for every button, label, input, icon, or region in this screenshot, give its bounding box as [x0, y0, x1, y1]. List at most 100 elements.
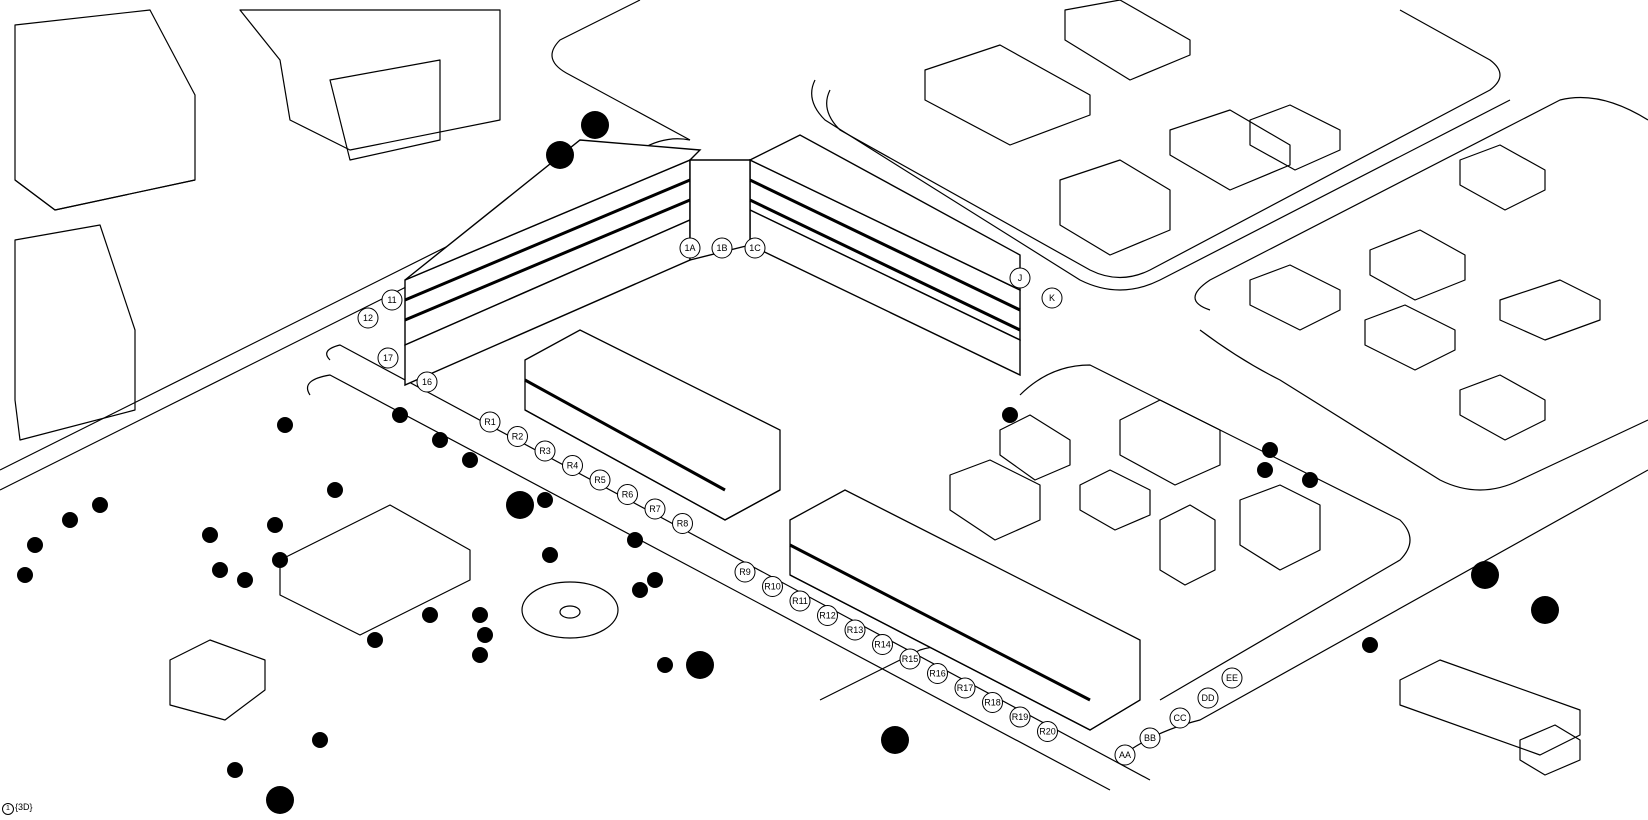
grid-bubble-label: 1A [684, 243, 695, 253]
road-curb [1129, 469, 1648, 751]
grid-bubble-townhouse-10: R11 [789, 590, 811, 612]
grid-bubble-main-9: 1A [679, 237, 701, 259]
existing-building [1064, 0, 1191, 81]
grid-bubble-label: R19 [1012, 712, 1029, 722]
grid-bubble-main-7: 16 [416, 371, 438, 393]
grid-bubble-label: R7 [649, 504, 661, 514]
road-curb [306, 374, 1111, 791]
round-plaza [521, 581, 619, 639]
grid-bubble-townhouse-8: R9 [734, 561, 756, 583]
existing-building [1059, 159, 1171, 256]
grid-bubble-townhouse-4: R5 [589, 469, 611, 491]
grid-bubble-townhouse-7: R8 [672, 513, 693, 534]
grid-bubble-townhouse-17: R18 [982, 692, 1003, 713]
grid-bubble-label: R18 [984, 698, 1001, 708]
grid-bubble-label: R16 [929, 669, 946, 679]
grid-bubble-label: 17 [383, 353, 393, 363]
grid-bubble-label: R1 [484, 417, 496, 427]
existing-building [239, 9, 501, 151]
grid-bubble-site-2: CC [1169, 707, 1191, 729]
grid-bubble-townhouse-2: R3 [534, 440, 556, 462]
grid-bubble-label: R8 [677, 519, 689, 529]
road-curb [1199, 329, 1648, 491]
townhouse-block-south [789, 489, 1141, 731]
existing-building [1249, 264, 1341, 331]
grid-bubble-townhouse-15: R16 [927, 663, 948, 684]
existing-building [1249, 104, 1341, 171]
grid-bubble-label: J [1018, 273, 1023, 283]
grid-bubble-label: R4 [567, 461, 579, 471]
existing-building [1459, 374, 1546, 441]
existing-building [1239, 484, 1321, 571]
grid-bubble-townhouse-19: R20 [1037, 721, 1058, 742]
road-curb [811, 79, 1511, 291]
grid-bubble-townhouse-9: R10 [762, 576, 783, 597]
existing-building [1364, 304, 1456, 371]
grid-bubble-site-4: EE [1221, 667, 1243, 689]
grid-bubble-site-1: BB [1139, 727, 1161, 749]
existing-building [169, 639, 266, 721]
existing-building [329, 59, 441, 161]
existing-building [1119, 399, 1221, 486]
grid-bubble-label: EE [1226, 673, 1238, 683]
grid-bubble-townhouse-5: R6 [617, 484, 638, 505]
existing-building [14, 9, 196, 211]
grid-bubble-main-5: 11 [381, 289, 403, 311]
trees [17, 111, 1559, 814]
grid-bubble-label: R11 [792, 596, 808, 606]
grid-bubble-label: CC [1174, 713, 1187, 723]
grid-bubble-townhouse-1: R2 [507, 426, 528, 447]
grid-bubble-townhouse-18: R19 [1009, 706, 1031, 728]
grid-bubble-main-4: K [1041, 287, 1063, 309]
grid-bubble-townhouse-14: R15 [899, 648, 921, 670]
grid-bubble-townhouse-12: R13 [844, 619, 866, 641]
road-curb [326, 344, 1151, 781]
grid-bubble-townhouse-13: R14 [872, 634, 893, 655]
existing-building [1399, 659, 1581, 756]
grid-bubble-main-8: 17 [377, 347, 399, 369]
road-curb [826, 9, 1501, 279]
townhouse-block-north [524, 329, 781, 521]
existing-building [999, 414, 1071, 481]
grid-bubble-townhouse-3: R4 [562, 455, 583, 476]
grid-bubbles: J K 11 12 16 17 1A 1B 1C R1R2R3R4R5R6R7R8R9R10R11… [357, 237, 1243, 766]
grid-bubble-site-0: AA [1114, 744, 1136, 766]
grid-bubble-label: R9 [739, 567, 751, 577]
grid-bubble-main-11: 1C [744, 237, 766, 259]
grid-bubble-main-3: J [1009, 267, 1031, 289]
existing-building [1499, 279, 1601, 341]
grid-bubble-label: R2 [512, 432, 524, 442]
existing-building [949, 459, 1041, 541]
view-tag: 1{3D} [2, 802, 33, 815]
grid-bubble-label: 1C [749, 243, 761, 253]
grid-bubble-label: 1B [716, 243, 727, 253]
grid-bubble-label: R13 [847, 625, 864, 635]
existing-building [1079, 469, 1151, 531]
grid-bubble-label: 12 [363, 313, 373, 323]
view-label: {3D} [15, 802, 33, 812]
grid-bubble-main-6: 12 [357, 307, 379, 329]
existing-building [1169, 109, 1291, 191]
grid-bubble-main-10: 1B [711, 237, 733, 259]
road-curb [551, 0, 691, 141]
grid-bubble-label: R12 [819, 611, 836, 621]
grid-bubble-label: R14 [874, 640, 891, 650]
existing-building [1459, 144, 1546, 211]
grid-bubble-label: R10 [764, 582, 781, 592]
grid-bubble-label: AA [1119, 750, 1131, 760]
grid-bubble-label: R17 [957, 683, 974, 693]
grid-bubble-label: 16 [422, 377, 432, 387]
grid-bubble-label: R6 [622, 490, 634, 500]
grid-bubble-label: BB [1144, 733, 1156, 743]
grid-bubble-label: R3 [539, 446, 551, 456]
existing-building [1159, 504, 1216, 586]
existing-building [1369, 229, 1466, 301]
existing-building [14, 224, 136, 441]
road-curb [1019, 364, 1411, 701]
grid-bubble-townhouse-16: R17 [954, 677, 976, 699]
grid-bubble-label: K [1049, 293, 1055, 303]
existing-building [1519, 724, 1581, 776]
grid-bubble-townhouse-6: R7 [644, 498, 666, 520]
